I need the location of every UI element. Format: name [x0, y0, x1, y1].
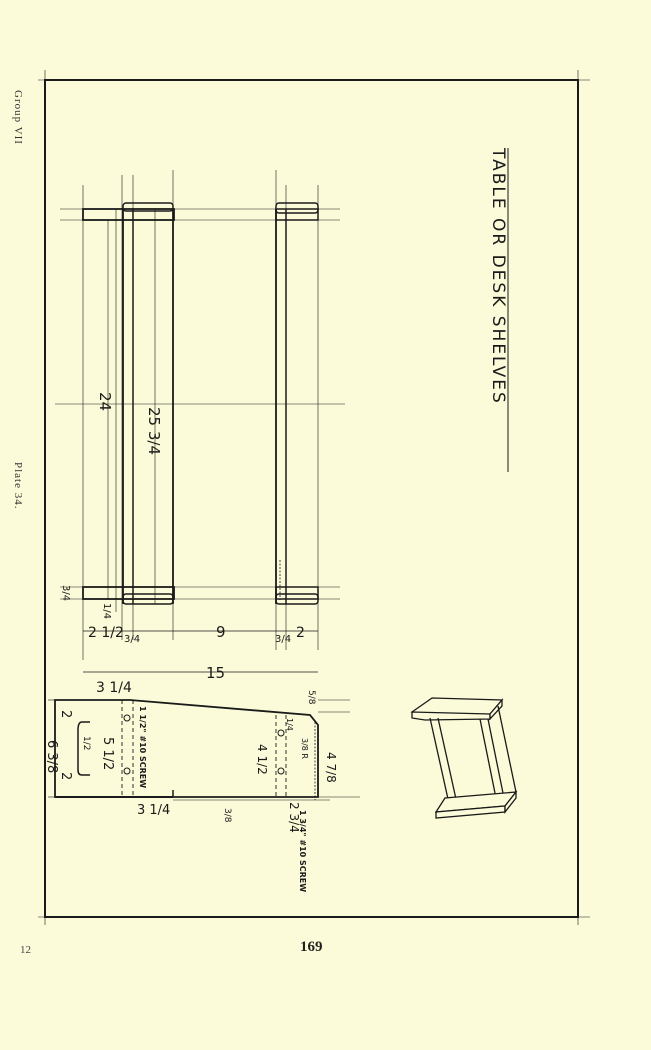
end-view-dimensions: 3 1/4 2 1/2 5 1/2 6 3/8 2 3 1/4 3/8 2 3/… — [44, 680, 338, 892]
page-number: 169 — [300, 939, 323, 955]
screw-marks — [279, 560, 316, 800]
dim-bottom-height: 3/8 — [222, 808, 232, 823]
dim-top-offset: 3 1/4 — [96, 680, 132, 696]
dim-inner-top: 1/4 — [285, 718, 294, 731]
drawing-border — [38, 70, 590, 925]
dim-right-side: 4 7/8 — [324, 752, 338, 783]
dim-radius: 3/8 R — [300, 738, 309, 759]
dim-thickness: 3/4 — [60, 585, 71, 601]
top-view — [55, 170, 345, 660]
dim-spacing-e: 2 — [296, 625, 305, 641]
screw-note-1: 1 1/2" #10 SCREW — [138, 706, 147, 788]
top-view-dimensions: 24 25 3/4 3/4 1/4 — [60, 392, 163, 619]
dim-height: 6 3/8 — [44, 740, 59, 773]
dim-right-top: 5/8 — [306, 690, 316, 705]
dim-slot: 5 1/2 — [100, 737, 115, 770]
dim-spacing-b: 3/4 — [124, 634, 140, 645]
dim-spacing-d: 3/4 — [275, 634, 291, 645]
dim-end-gap: 1/4 — [101, 603, 112, 619]
drawing-title: TABLE OR DESK SHELVES — [488, 147, 509, 472]
dim-spacing-c: 9 — [216, 623, 226, 641]
dim-spacing-a: 2 1/2 — [88, 625, 124, 641]
title-text: TABLE OR DESK SHELVES — [488, 147, 508, 405]
screw-note-2: 1 3/4" #10 SCREW — [298, 810, 307, 892]
page-left-number: 12 — [20, 944, 31, 956]
dim-overall-width: 15 — [206, 664, 225, 682]
dim-overall-length: 24 — [96, 392, 114, 411]
dim-bottom-offset: 3 1/4 — [137, 803, 170, 818]
end-view — [48, 699, 360, 801]
dim-left-bottom: 2 — [58, 772, 73, 780]
dim-side-length: 25 3/4 — [145, 407, 163, 455]
spacing-dimensions: 2 1/2 3/4 9 3/4 2 15 — [83, 623, 318, 682]
dim-left-mid: 1/2 — [81, 736, 91, 750]
plate-label: Plate 34. — [12, 462, 24, 510]
group-label: Group VII — [12, 90, 24, 145]
dim-inner-height: 4 1/2 — [255, 744, 269, 775]
isometric-sketch — [410, 697, 518, 819]
dim-left-top: 2 — [58, 710, 73, 718]
dim-right-offset: 2 3/4 — [287, 802, 301, 833]
